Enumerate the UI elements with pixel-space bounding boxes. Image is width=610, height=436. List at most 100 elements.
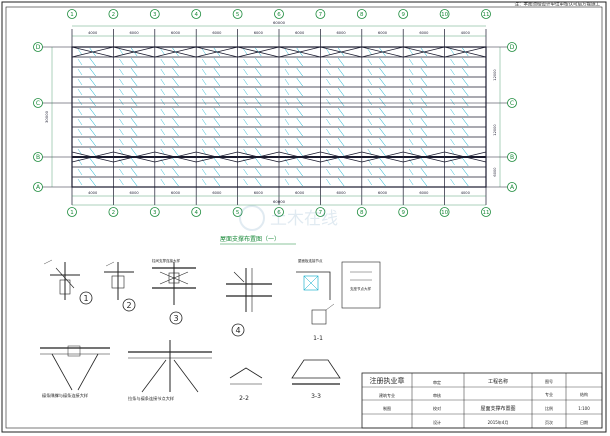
detail-marker-4 bbox=[231, 323, 245, 337]
sag-rod bbox=[462, 167, 469, 177]
sag-rod bbox=[255, 77, 262, 87]
row-label-C: C bbox=[36, 100, 40, 107]
col-label-bottom-7: 7 bbox=[319, 210, 323, 216]
sag-rod bbox=[172, 127, 179, 137]
sag-rod bbox=[77, 138, 83, 146]
top-spacing: 6000 bbox=[171, 31, 181, 35]
title-block-cell: 屋面支撑布置图 bbox=[480, 405, 515, 412]
sag-rod bbox=[409, 108, 414, 116]
detail-4-sketch bbox=[226, 268, 272, 312]
sag-rod bbox=[409, 88, 414, 96]
sag-rod bbox=[89, 127, 96, 137]
sag-rod bbox=[420, 67, 428, 77]
sag-rod bbox=[284, 78, 290, 86]
sag-rod bbox=[296, 87, 303, 97]
sag-rod bbox=[420, 127, 428, 137]
detail-2-sketch bbox=[104, 261, 134, 300]
sag-rod bbox=[130, 127, 138, 137]
sag-rod bbox=[160, 68, 165, 76]
col-marker-bottom-4 bbox=[191, 207, 202, 217]
col-marker-top-4 bbox=[191, 9, 202, 19]
col-label-bottom-1: 1 bbox=[70, 210, 74, 216]
sag-rod bbox=[119, 78, 124, 86]
plan-title: 屋面支撑布置图（一） bbox=[220, 235, 280, 243]
sag-rod bbox=[119, 138, 124, 146]
sag-rod bbox=[326, 138, 331, 146]
bottom-spacing: 6000 bbox=[419, 191, 429, 195]
sag-rod bbox=[296, 97, 303, 107]
sag-rod bbox=[409, 128, 414, 136]
col-marker-bottom-5 bbox=[232, 207, 243, 217]
sag-rod bbox=[255, 107, 262, 117]
title-block-cell: 2015年4月 bbox=[488, 419, 509, 425]
sag-rod bbox=[462, 117, 469, 127]
sag-rod bbox=[130, 87, 138, 97]
sag-rod bbox=[202, 108, 207, 116]
detail-drawings: 12341-12-23-3檩条隅撑与檩条连接大样拉条与檩条连接节点大样柱间支撑连… bbox=[40, 258, 381, 402]
sag-rod bbox=[462, 77, 469, 87]
sag-rod bbox=[255, 167, 262, 177]
row-label-A: A bbox=[36, 184, 41, 191]
col-marker-bottom-3 bbox=[149, 207, 160, 217]
sag-rod bbox=[160, 58, 165, 66]
sag-rod bbox=[130, 137, 138, 147]
title-block-cell: 制图 bbox=[383, 405, 391, 411]
sag-rod bbox=[379, 97, 386, 107]
sag-rod bbox=[255, 157, 262, 167]
sag-rod bbox=[379, 67, 386, 77]
sag-rod bbox=[77, 48, 83, 56]
sag-rod bbox=[284, 168, 290, 176]
sag-rod bbox=[462, 87, 469, 97]
sag-rod bbox=[202, 118, 207, 126]
top-spacing: 6000 bbox=[337, 31, 347, 35]
sag-rod bbox=[243, 178, 248, 186]
col-label-bottom-6: 6 bbox=[277, 210, 281, 216]
detail-marker-1 bbox=[79, 291, 93, 305]
sag-rod bbox=[130, 97, 138, 107]
title-block-cell: 审定 bbox=[433, 379, 441, 385]
sag-rod bbox=[172, 137, 179, 147]
bottom-spacing: 6000 bbox=[171, 191, 181, 195]
sag-rod bbox=[367, 48, 372, 56]
title-block-cell: 工程名称 bbox=[488, 378, 508, 385]
col-label-top-7: 7 bbox=[319, 12, 323, 18]
sag-rod bbox=[409, 168, 414, 176]
sag-rod bbox=[337, 157, 345, 167]
sag-rod bbox=[119, 178, 124, 186]
col-label-bottom-2: 2 bbox=[112, 210, 116, 216]
sag-rod bbox=[462, 177, 469, 187]
sag-rod bbox=[255, 177, 262, 187]
sag-rod bbox=[243, 128, 248, 136]
sag-rod bbox=[379, 177, 386, 187]
col-label-top-6: 6 bbox=[277, 12, 281, 18]
sag-rod bbox=[337, 147, 345, 157]
sag-rod bbox=[450, 178, 455, 186]
col-label-top-5: 5 bbox=[236, 12, 240, 18]
sag-rod bbox=[243, 108, 248, 116]
sag-rod bbox=[119, 128, 124, 136]
col-marker-bottom-2 bbox=[108, 207, 119, 217]
sag-rod bbox=[296, 67, 303, 77]
detail-note: 支座节点大样 bbox=[350, 286, 371, 291]
purlin-detail-sketch bbox=[296, 271, 335, 325]
sag-rod bbox=[160, 98, 165, 106]
sag-rod bbox=[213, 87, 221, 97]
svg-text:土木在线: 土木在线 bbox=[270, 209, 338, 229]
sag-rod bbox=[367, 138, 372, 146]
overall-length-bottom: 60000 bbox=[273, 199, 286, 204]
top-spacing: 6000 bbox=[130, 31, 140, 35]
sag-rod bbox=[255, 67, 262, 77]
sag-rod bbox=[462, 147, 469, 157]
title-block-cell: 校对 bbox=[433, 405, 441, 411]
section-label-3-3: 3-3 bbox=[311, 393, 321, 400]
sag-rod bbox=[379, 87, 386, 97]
sag-rod bbox=[130, 147, 138, 157]
col-marker-top-10 bbox=[439, 9, 450, 19]
sag-rod bbox=[89, 157, 96, 167]
sag-rod bbox=[296, 167, 303, 177]
sag-rod bbox=[213, 57, 221, 67]
sag-rod bbox=[409, 58, 414, 66]
sag-rod bbox=[243, 68, 248, 76]
